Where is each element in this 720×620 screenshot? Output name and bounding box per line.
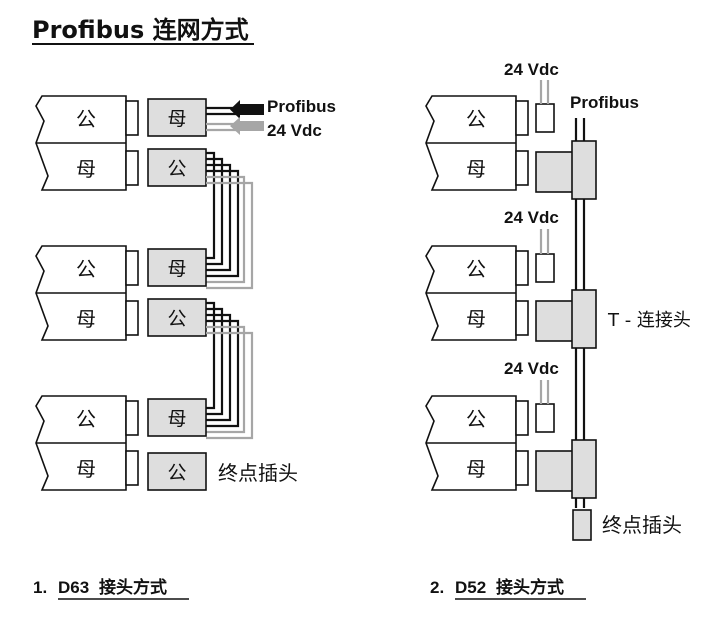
cable-black: [206, 307, 224, 416]
device-socket: [125, 300, 139, 336]
male-label: 公: [76, 257, 96, 281]
male-label: 公: [466, 407, 486, 431]
power-connector: [535, 253, 555, 283]
t-connector-neck: [535, 151, 575, 193]
cable-black: [206, 319, 240, 428]
connector-male: [147, 148, 207, 187]
caption-text: 接头方式: [99, 577, 167, 598]
cable-black: [206, 301, 216, 410]
device-socket: [515, 400, 529, 436]
profibus-label: Profibus: [570, 93, 639, 112]
connector-label: 公: [167, 158, 186, 180]
cable-1-2: [206, 151, 254, 290]
page-title: Profibus 连网方式: [32, 16, 249, 44]
device-socket: [515, 100, 529, 136]
power-connector: [535, 403, 555, 433]
male-label: 公: [466, 257, 486, 281]
cable-black: [206, 151, 216, 260]
connector-label: 母: [167, 108, 186, 130]
vdc-label: 24 Vdc: [504, 208, 559, 227]
female-label: 母: [466, 457, 486, 481]
t-connector-neck: [535, 450, 575, 492]
profibus-label: Profibus: [267, 97, 336, 116]
device-a: 公 母: [425, 95, 529, 191]
male-label: 公: [76, 107, 96, 131]
caption-d63: 1. D63 接头方式: [33, 577, 189, 600]
vdc-label: 24 Vdc: [504, 359, 559, 378]
device-2: 公 母: [35, 245, 139, 341]
power-connector: [535, 103, 555, 133]
cable-black: [206, 163, 232, 272]
cable-black: [206, 313, 232, 422]
device-socket: [515, 150, 529, 186]
power-arrow-icon: [230, 117, 264, 135]
t-connector-neck: [535, 300, 575, 342]
male-label: 公: [466, 107, 486, 131]
diagram-d52: Profibus 公 母 24 Vdc 公 母 24 Vdc: [425, 60, 691, 541]
device-socket: [515, 300, 529, 336]
t-connector: [571, 289, 597, 349]
diagram-d63: 公 母 母 公 Profibus 24 Vdc: [35, 95, 336, 491]
female-label: 母: [76, 157, 96, 181]
terminator-connector: [147, 452, 207, 491]
connector-label: 公: [167, 308, 186, 330]
device-3: 公 母: [35, 395, 139, 491]
caption-number: 2.: [430, 578, 444, 597]
connector-female: [147, 98, 207, 137]
caption-d52: 2. D52 接头方式: [430, 577, 586, 600]
cable-gray: [206, 181, 254, 290]
connector-label: 母: [167, 258, 186, 280]
device-c: 公 母: [425, 395, 529, 491]
cable-black: [206, 157, 224, 266]
female-label: 母: [466, 307, 486, 331]
device-socket: [515, 250, 529, 286]
cable-gray: [206, 331, 254, 440]
cable-gray: [206, 175, 246, 284]
device-socket: [125, 400, 139, 436]
vdc-label: 24 Vdc: [504, 60, 559, 79]
device-1: 公 母: [35, 95, 139, 191]
device-socket: [125, 150, 139, 186]
female-label: 母: [76, 457, 96, 481]
terminator-connector: [572, 509, 592, 541]
cable-black: [206, 169, 240, 278]
connector-male: [147, 298, 207, 337]
vdc-label: 24 Vdc: [267, 121, 322, 140]
device-socket: [125, 250, 139, 286]
device-b: 公 母: [425, 245, 529, 341]
male-label: 公: [76, 407, 96, 431]
female-label: 母: [466, 157, 486, 181]
device-socket: [515, 450, 529, 486]
connector-label: 母: [167, 408, 186, 430]
t-connector-label: T - 连接头: [607, 310, 691, 331]
female-label: 母: [76, 307, 96, 331]
caption-number: 1.: [33, 578, 47, 597]
device-socket: [125, 100, 139, 136]
t-connector: [571, 140, 597, 200]
connector-female: [147, 398, 207, 437]
terminator-label: 终点插头: [218, 461, 298, 485]
connector-label: 公: [167, 462, 186, 484]
caption-code: D63: [58, 578, 89, 597]
caption-text: 接头方式: [496, 577, 564, 598]
caption-code: D52: [455, 578, 486, 597]
cable-2-3: [206, 301, 254, 440]
terminator-label: 终点插头: [602, 513, 682, 537]
cable-gray: [206, 325, 246, 434]
device-socket: [125, 450, 139, 486]
t-connector: [571, 439, 597, 499]
connector-female: [147, 248, 207, 287]
profibus-arrow-icon: [230, 100, 264, 119]
